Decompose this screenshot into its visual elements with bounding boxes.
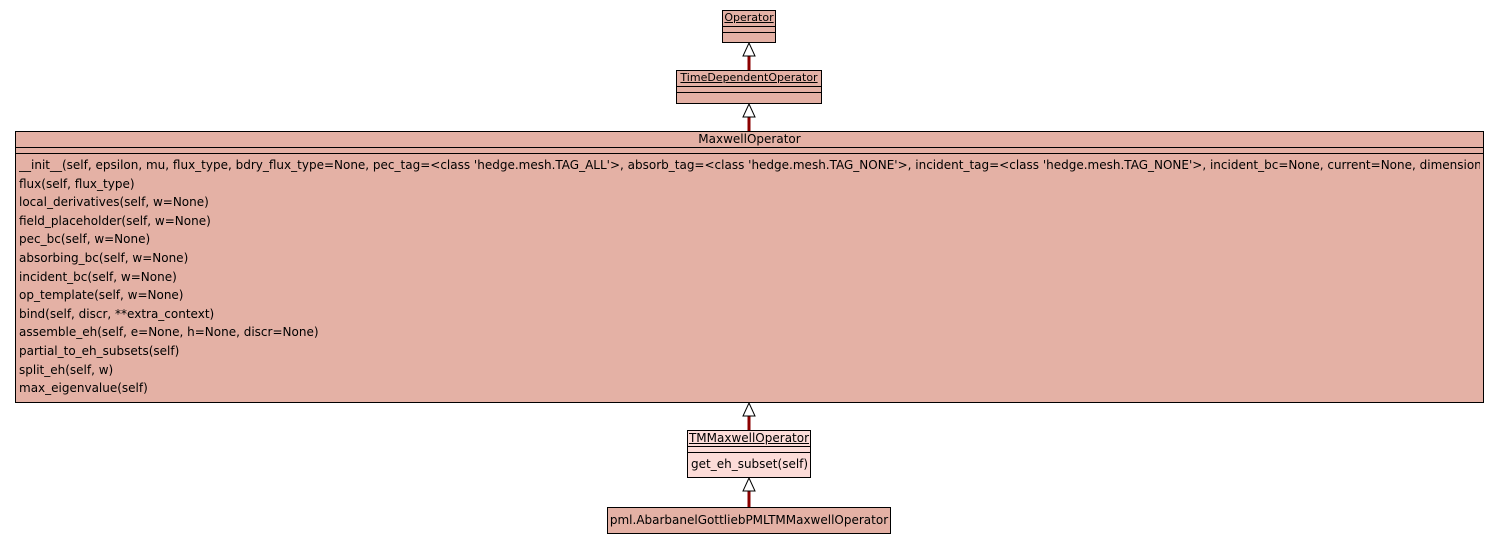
class-name-maxwell-operator: MaxwellOperator [16,132,1483,148]
class-name-operator: Operator [723,11,775,27]
operation-item: flux(self, flux_type) [19,176,135,191]
operation-item: max_eigenvalue(self) [19,381,148,396]
class-name-time-dependent-operator: TimeDependentOperator [677,71,821,87]
class-name-pml-operator: pml.AbarbanelGottliebPMLTMMaxwellOperato… [609,513,889,527]
operation-item: field_placeholder(self, w=None) [19,213,211,228]
edge-pml-to-tm-arrowhead [742,476,756,492]
class-operator[interactable]: Operator [722,10,776,43]
operations-compartment: __init__(self, epsilon, mu, flux_type, b… [16,154,1483,400]
operation-item: get_eh_subset(self) [691,457,807,471]
operation-item: local_derivatives(self, w=None) [19,195,209,210]
operation-item: pec_bc(self, w=None) [19,232,151,247]
operation-item: absorbing_bc(self, w=None) [19,250,189,265]
edge-group [742,41,756,507]
edge-maxwell-to-tdo-arrowhead [742,102,756,118]
operation-item: split_eh(self, w) [19,362,114,377]
operation-item: __init__(self, epsilon, mu, flux_type, b… [19,158,1480,172]
attributes-compartment [723,27,775,33]
operation-item: incident_bc(self, w=None) [19,269,177,284]
class-time-dependent-operator[interactable]: TimeDependentOperator [676,70,822,104]
operations-compartment: get_eh_subset(self) [688,453,810,476]
class-pml-operator[interactable]: pml.AbarbanelGottliebPMLTMMaxwellOperato… [607,507,891,534]
operation-item: bind(self, discr, **extra_context) [19,306,215,321]
attributes-compartment [688,447,810,453]
operation-item: op_template(self, w=None) [19,288,184,303]
attributes-compartment [16,148,1483,154]
edge-tdo-to-operator-arrowhead [742,41,756,57]
operation-item: assemble_eh(self, e=None, h=None, discr=… [19,325,319,340]
edge-tm-to-maxwell-arrowhead [742,401,756,417]
operation-item: partial_to_eh_subsets(self) [19,343,180,358]
class-tm-maxwell-operator[interactable]: TMMaxwellOperator get_eh_subset(self) [687,430,811,478]
class-maxwell-operator[interactable]: MaxwellOperator __init__(self, epsilon, … [15,131,1484,403]
attributes-compartment [677,87,821,93]
class-name-tm-maxwell-operator: TMMaxwellOperator [688,431,810,447]
